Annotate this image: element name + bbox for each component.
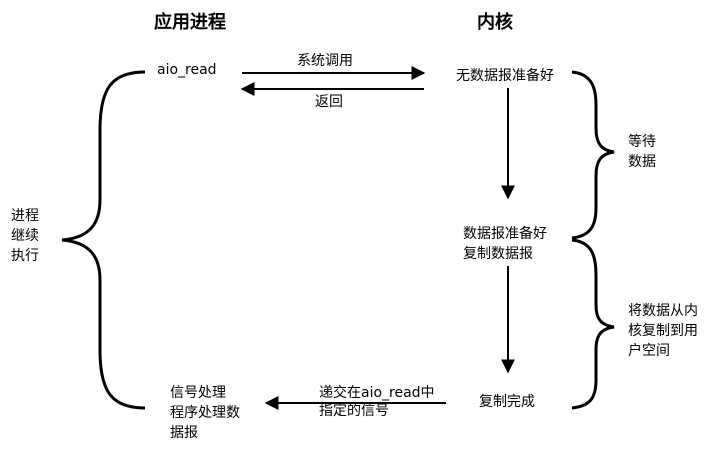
copy-complete-label: 复制完成: [479, 394, 535, 410]
signal-handler-label: 信号处理 程序处理数 据报: [170, 385, 240, 441]
wait-data-label: 等待 数据: [628, 134, 656, 170]
process-continues-label: 进程 继续 执行: [11, 208, 39, 264]
copy-to-user-label: 将数据从内 核复制到用 户空间: [628, 303, 698, 359]
left-brace: [61, 70, 146, 410]
return-label: 返回: [315, 94, 343, 110]
aio-read-label: aio_read: [157, 62, 217, 78]
data-ready-copy-label: 数据报准备好 复制数据报: [463, 226, 547, 262]
right-brace-wait: [571, 70, 615, 240]
header-app-process: 应用进程: [154, 12, 226, 33]
syscall-label: 系统调用: [297, 53, 353, 69]
right-brace-copy: [571, 238, 615, 410]
deliver-signal-label: 递交在aio_read中 指定的信号: [319, 385, 435, 419]
no-data-ready-label: 无数据报准备好: [456, 68, 554, 84]
header-kernel: 内核: [477, 12, 513, 33]
